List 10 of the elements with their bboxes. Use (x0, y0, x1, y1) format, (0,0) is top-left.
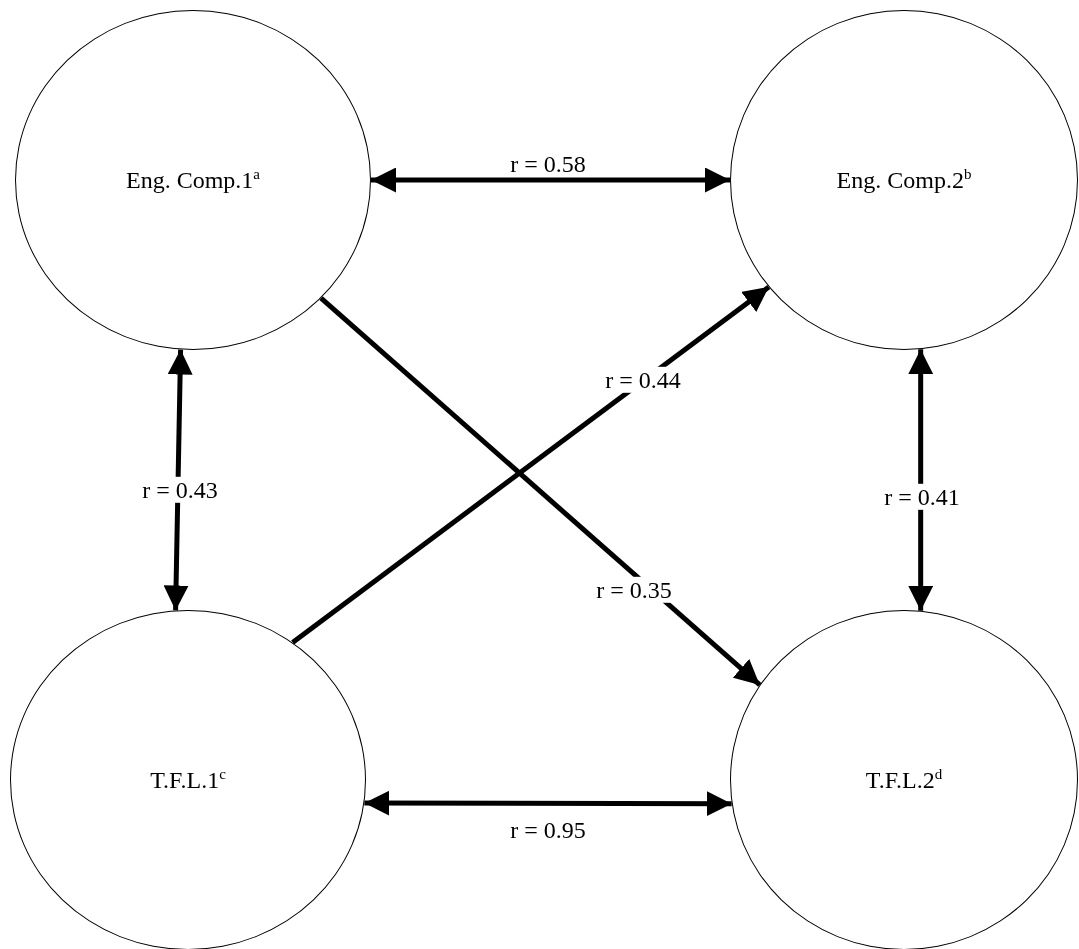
node-label: T.F.L.1$^{c}$ (150, 766, 226, 794)
arrow (371, 167, 730, 193)
arrow (364, 790, 732, 817)
arrow (908, 349, 934, 611)
node-label: T.F.L.2$^{d}$ (865, 766, 943, 794)
node-label: Eng. Comp.1$^{a}$ (126, 166, 260, 194)
arrow (291, 284, 771, 645)
edge-label: r = 0.44 (602, 366, 684, 394)
node-label: Eng. Comp.2$^{b}$ (836, 166, 972, 194)
arrow (163, 349, 193, 611)
